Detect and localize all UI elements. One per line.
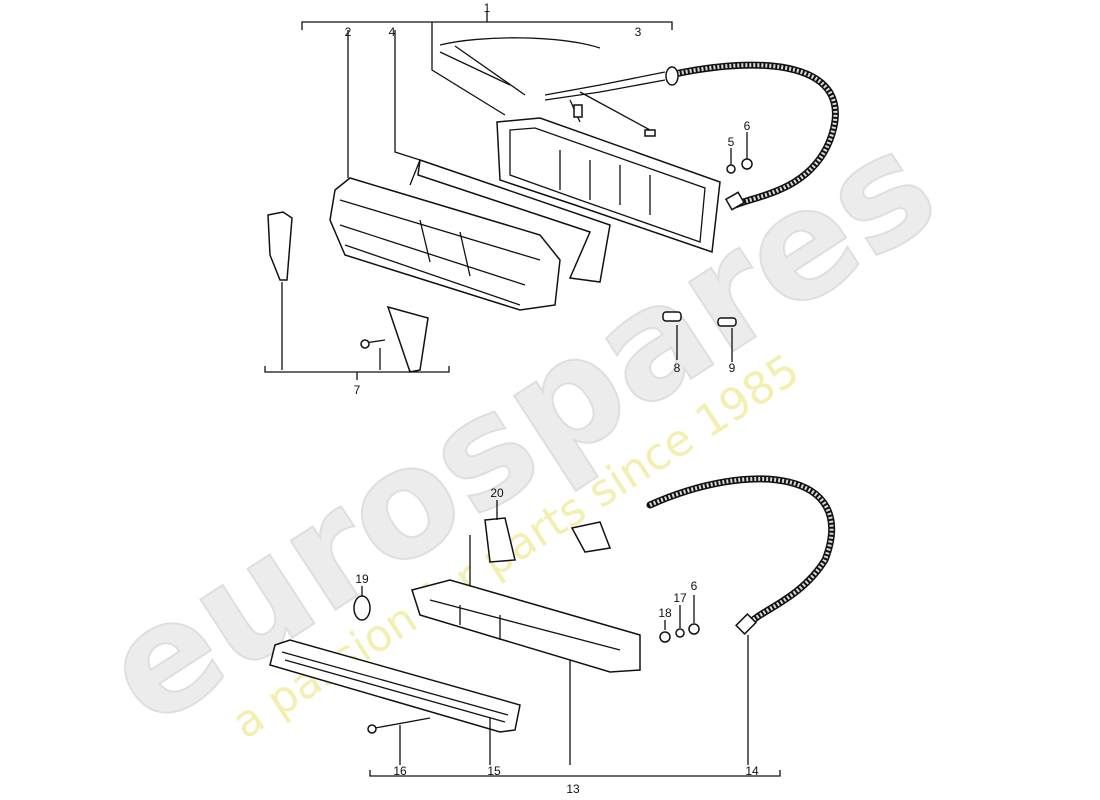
callout-4: 4 [389,25,396,39]
callout-17: 17 [673,591,687,605]
callout-14: 14 [745,764,759,778]
callout-8: 8 [674,361,681,375]
callout-13: 13 [566,782,580,796]
screw-16 [367,717,431,765]
top-bracket-1 [301,12,673,116]
callout-9: 9 [729,361,736,375]
lamp-housing [496,117,721,254]
callout-5: 5 [728,135,735,149]
wiring-harness [439,37,666,137]
nuts-5-6 [726,132,753,174]
side-reflectors [264,211,450,380]
cable-3 [665,61,839,211]
lens-15 [269,639,521,765]
cable-14 [570,475,836,765]
bulb-holder-13 [411,579,641,765]
callout-3: 3 [635,25,642,39]
bracket-20 [469,500,516,590]
callout-1: 1 [484,1,491,15]
callout-16: 16 [393,764,407,778]
lens-2 [329,30,561,311]
callout-6: 6 [744,119,751,133]
callout-20: 20 [490,486,504,500]
callout-6-bottom: 6 [691,579,698,593]
bottom-bracket-13 [369,770,781,777]
bulbs-8-9 [662,311,737,362]
nuts-18-17-6 [659,595,700,643]
bulb-19 [353,586,371,621]
callout-18: 18 [658,606,672,620]
callout-19: 19 [355,572,369,586]
gasket-4 [394,30,611,283]
callout-2: 2 [345,25,352,39]
callout-7: 7 [354,383,361,397]
callout-15: 15 [487,764,501,778]
